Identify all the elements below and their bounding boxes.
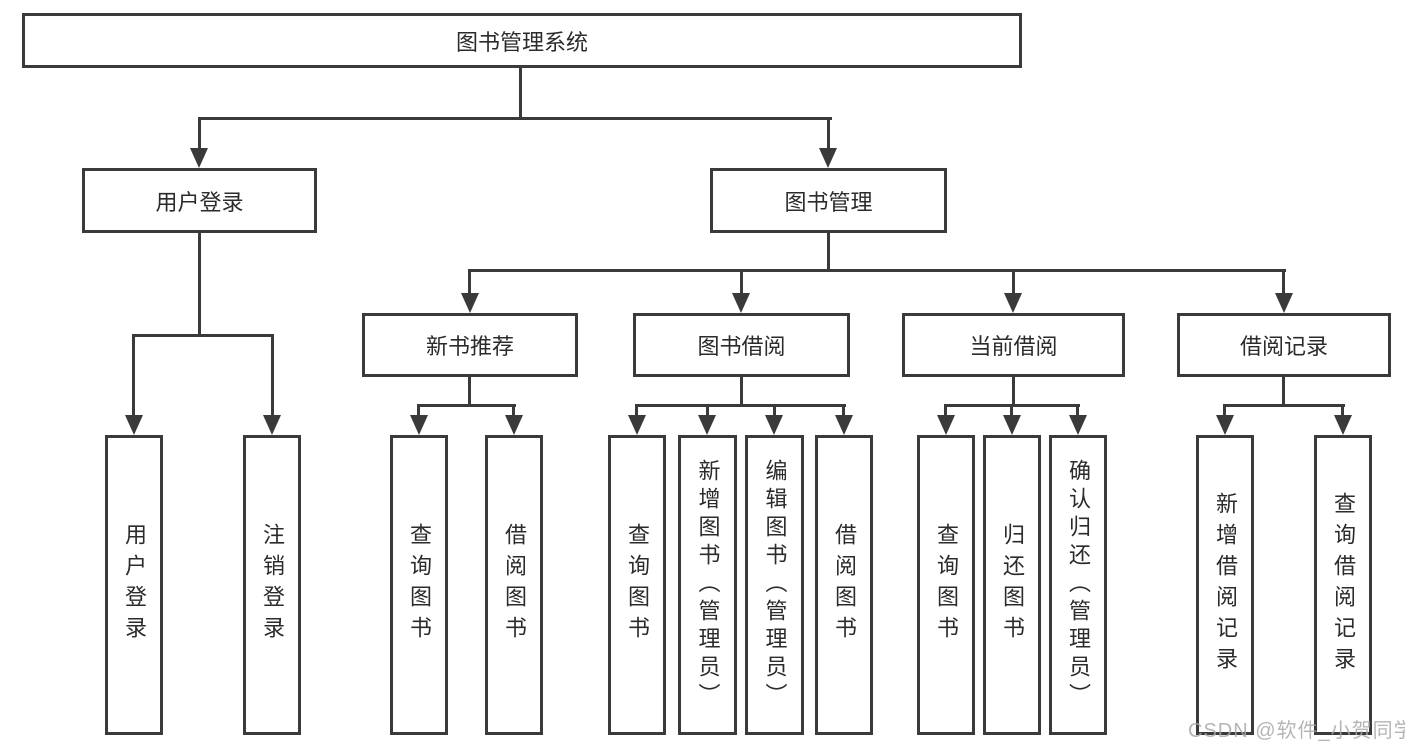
arrow-down-icon (835, 415, 853, 435)
arrow-down-icon (732, 293, 750, 313)
node-new-book-recommend: 新书推荐 (362, 313, 578, 377)
node-root-label: 图书管理系统 (455, 29, 588, 55)
node-current-borrowing: 当前借阅 (902, 313, 1125, 377)
leaf-borrow-add-books-admin-label: 新增图书（管理员） (695, 459, 721, 711)
connector-line (468, 377, 471, 407)
connector-line (1223, 404, 1345, 407)
arrow-down-icon (937, 415, 955, 435)
arrow-down-icon (1003, 415, 1021, 435)
connector-line (827, 233, 830, 272)
leaf-borrow-borrow-books-label: 借阅图书 (832, 523, 857, 647)
leaf-borrow-add-books-admin: 新增图书（管理员） (678, 435, 737, 735)
connector-line (468, 269, 1286, 272)
leaf-current-query-books: 查询图书 (917, 435, 975, 735)
node-current-borrowing-label: 当前借阅 (969, 334, 1058, 359)
leaf-current-return-books: 归还图书 (983, 435, 1041, 735)
connector-line (635, 404, 846, 407)
connector-line (271, 334, 274, 415)
arrow-down-icon (819, 148, 837, 168)
connector-line (198, 117, 201, 150)
leaf-borrow-query-books-label: 查询图书 (625, 523, 650, 647)
connector-line (842, 404, 845, 415)
connector-line (1012, 269, 1015, 294)
connector-line (740, 269, 743, 294)
node-borrow-records: 借阅记录 (1177, 313, 1391, 377)
leaf-records-query-record-label: 查询借阅记录 (1331, 492, 1356, 678)
arrow-down-icon (1334, 415, 1352, 435)
leaf-borrow-edit-books-admin: 编辑图书（管理员） (745, 435, 804, 735)
arrow-down-icon (1069, 415, 1087, 435)
watermark: CSDN @软件_小贺同学 (1188, 720, 1405, 742)
connector-line (1223, 404, 1226, 415)
node-book-borrowing: 图书借阅 (633, 313, 850, 377)
leaf-newrec-borrow-books: 借阅图书 (485, 435, 543, 735)
connector-line (198, 117, 832, 120)
leaf-records-add-record: 新增借阅记录 (1196, 435, 1254, 735)
connector-line (1010, 404, 1013, 415)
connector-line (944, 404, 947, 415)
leaf-newrec-query-books-label: 查询图书 (407, 523, 432, 647)
arrow-down-icon (1216, 415, 1234, 435)
node-book-management: 图书管理 (710, 168, 947, 233)
arrow-down-icon (628, 415, 646, 435)
node-new-book-recommend-label: 新书推荐 (425, 334, 514, 359)
arrow-down-icon (190, 148, 208, 168)
connector-line (519, 68, 522, 119)
connector-line (1282, 377, 1285, 407)
connector-line (132, 334, 135, 415)
arrow-down-icon (410, 415, 428, 435)
connector-line (1341, 404, 1344, 415)
leaf-current-return-books-label: 归还图书 (1000, 523, 1025, 647)
node-user-login: 用户登录 (82, 168, 317, 233)
connector-line (1282, 269, 1285, 294)
connector-line (417, 404, 516, 407)
connector-line (773, 404, 776, 415)
connector-line (512, 404, 515, 415)
arrow-down-icon (505, 415, 523, 435)
connector-line (740, 377, 743, 407)
connector-line (468, 269, 471, 294)
leaf-newrec-borrow-books-label: 借阅图书 (502, 523, 527, 647)
leaf-borrow-edit-books-admin-label: 编辑图书（管理员） (762, 459, 788, 711)
arrow-down-icon (263, 415, 281, 435)
leaf-logout: 注销登录 (243, 435, 301, 735)
leaf-newrec-query-books: 查询图书 (390, 435, 448, 735)
leaf-logout-label: 注销登录 (260, 523, 285, 647)
leaf-user-login: 用户登录 (105, 435, 163, 735)
leaf-current-query-books-label: 查询图书 (934, 523, 959, 647)
node-book-management-label: 图书管理 (784, 189, 873, 215)
leaf-borrow-borrow-books: 借阅图书 (815, 435, 873, 735)
leaf-user-login-label: 用户登录 (122, 523, 147, 647)
leaf-records-query-record: 查询借阅记录 (1314, 435, 1372, 735)
arrow-down-icon (1004, 293, 1022, 313)
node-root: 图书管理系统 (22, 13, 1022, 68)
connector-line (706, 404, 709, 415)
connector-line (198, 233, 201, 337)
connector-line (417, 404, 420, 415)
leaf-borrow-query-books: 查询图书 (608, 435, 666, 735)
arrow-down-icon (461, 293, 479, 313)
connector-line (635, 404, 638, 415)
arrow-down-icon (698, 415, 716, 435)
connector-line (1012, 377, 1015, 407)
connector-line (827, 117, 830, 150)
connector-line (132, 334, 274, 337)
node-borrow-records-label: 借阅记录 (1239, 334, 1328, 359)
leaf-current-confirm-return-admin: 确认归还（管理员） (1049, 435, 1107, 735)
node-book-borrowing-label: 图书借阅 (697, 334, 786, 359)
leaf-current-confirm-return-admin-label: 确认归还（管理员） (1066, 459, 1091, 711)
connector-line (1076, 404, 1079, 415)
arrow-down-icon (125, 415, 143, 435)
node-user-login-label: 用户登录 (155, 189, 244, 215)
arrow-down-icon (1275, 293, 1293, 313)
leaf-records-add-record-label: 新增借阅记录 (1213, 492, 1238, 678)
arrow-down-icon (765, 415, 783, 435)
